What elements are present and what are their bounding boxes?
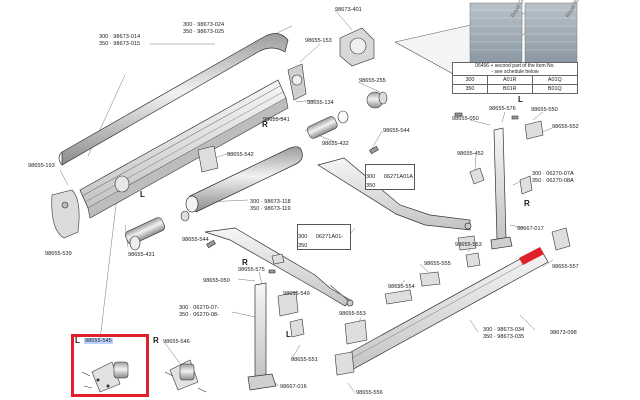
part-label-l33: 98655-557 bbox=[552, 264, 579, 270]
part-label-l29: 98655-553 bbox=[339, 311, 366, 317]
fabric-table-code: B01Q bbox=[531, 84, 579, 94]
side-letter-r3: R bbox=[153, 336, 159, 345]
part-label-l20: 98655-050 bbox=[203, 278, 230, 284]
side-letter-l1: L bbox=[140, 190, 145, 199]
arm-part-box-1: 300 06271A01- 350 bbox=[297, 224, 351, 251]
fabric-table-size: 350 bbox=[452, 84, 488, 94]
lead-rail bbox=[339, 247, 549, 373]
part-label-l43: 300 · 06270-07A bbox=[532, 171, 574, 177]
side-letter-l4: L bbox=[518, 95, 523, 104]
side-letter-l3: L bbox=[75, 336, 80, 345]
fabric-table-code: A01Q bbox=[531, 75, 579, 85]
part-label-l3: 300 · 98673-024 bbox=[183, 22, 225, 28]
part-label-l31: 98655-555 bbox=[424, 261, 451, 267]
part-label-l41: 350 · 98673-035 bbox=[483, 334, 525, 340]
part-label-l22: 300 · 06270-07- bbox=[179, 305, 219, 311]
part-label-l9: 98655-541 bbox=[263, 117, 290, 123]
highlight-box[interactable] bbox=[71, 334, 149, 397]
fabric-swatches bbox=[469, 2, 578, 64]
part-label-l2: 350 · 98673-015 bbox=[99, 41, 141, 47]
part-label-l21: 98655-549 bbox=[283, 291, 310, 297]
small-brackets bbox=[197, 120, 571, 376]
crank-housing bbox=[287, 27, 375, 101]
fabric-table-row: 300 A01R A01Q bbox=[452, 75, 579, 85]
part-label-l18: 98655-544 bbox=[182, 237, 209, 243]
screws bbox=[206, 112, 519, 274]
part-label-l8: 98655-134 bbox=[307, 100, 334, 106]
part-label-l24: 98655-551 bbox=[291, 357, 318, 363]
fabric-table-code: B01R bbox=[486, 84, 533, 94]
part-label-l27: 98667-016 bbox=[280, 384, 307, 390]
fabric-table-note-line1: 06456 + second part of the item No. bbox=[475, 63, 555, 69]
part-label-l30: 98655-554 bbox=[388, 284, 415, 290]
part-label-l28: 98655-556 bbox=[356, 390, 383, 396]
arm-box-2-size-350: 350 bbox=[366, 183, 376, 189]
part-label-l42: 98673-098 bbox=[550, 330, 577, 336]
arm-box-1-code: 06271A01- bbox=[315, 234, 344, 240]
support-legs bbox=[247, 127, 513, 391]
part-label-l6: 98655-153 bbox=[305, 38, 332, 44]
fabric-table-size: 300 bbox=[452, 75, 488, 85]
arm-box-1-size-350: 350 bbox=[298, 243, 308, 249]
arm-part-box-2: 300 06271A01A 350 bbox=[365, 164, 415, 191]
part-label-l16: 300 · 98673-118 bbox=[250, 199, 291, 205]
fabric-schedule-table: 06456 + second part of the item No. - se… bbox=[452, 62, 579, 94]
fabric-table-note-row: 06456 + second part of the item No. - se… bbox=[452, 62, 578, 76]
part-label-l34: 98667-017 bbox=[517, 226, 544, 232]
highlighted-end-brackets bbox=[81, 359, 207, 393]
part-label-l39: 98655-552 bbox=[552, 124, 579, 130]
side-letter-r1: R bbox=[262, 120, 268, 129]
part-label-l35: 98655-452 bbox=[457, 151, 484, 157]
fabric-table-row: 350 B01R B01Q bbox=[452, 84, 579, 94]
part-label-l23: 350 · 06270-08- bbox=[179, 312, 219, 318]
part-label-l25: 98655-546 bbox=[163, 339, 190, 345]
part-label-l10: 98655-432 bbox=[322, 141, 349, 147]
part-label-l14: 98655-539 bbox=[45, 251, 72, 257]
part-label-l4: 350 · 98673-025 bbox=[183, 29, 225, 35]
end-caps bbox=[124, 91, 388, 251]
part-label-l36: 98655-050 bbox=[452, 116, 479, 122]
part-label-l15: 98655-431 bbox=[128, 252, 155, 258]
part-label-l26-selected[interactable]: 98655-545 bbox=[84, 338, 113, 345]
part-label-l5: 98673-401 bbox=[335, 7, 362, 13]
roller-tube bbox=[185, 146, 303, 213]
part-label-l11: 98655-544 bbox=[383, 128, 410, 134]
part-label-l38: 98655-550 bbox=[531, 107, 558, 113]
fabric-table-code: A01R bbox=[486, 75, 533, 85]
part-label-l40: 300 · 98673-034 bbox=[483, 327, 525, 333]
fabric-table-note-line2: - see schedule below bbox=[491, 69, 539, 75]
fabric-table-note: 06456 + second part of the item No. - se… bbox=[452, 62, 578, 76]
part-label-l12: 98655-542 bbox=[227, 152, 254, 158]
side-letter-r4: R bbox=[524, 199, 530, 208]
left-end-cap bbox=[51, 189, 80, 239]
part-label-l44: 350 · 06270-08A bbox=[532, 178, 574, 184]
side-letter-l2: L bbox=[286, 330, 291, 339]
arm-box-1-size-300: 300 bbox=[298, 234, 308, 240]
part-label-l17: 350 · 98673-119 bbox=[250, 206, 291, 212]
part-label-l13: 98655-193 bbox=[28, 163, 55, 169]
part-label-l7: 98655-255 bbox=[359, 78, 386, 84]
part-label-l19: 98655-575 bbox=[238, 267, 265, 273]
wall-rail bbox=[79, 79, 289, 219]
arm-box-2-size-300: 300 bbox=[366, 174, 376, 180]
part-label-l37: 98655-576 bbox=[489, 106, 516, 112]
side-letter-r2: R bbox=[242, 258, 248, 267]
part-label-l1: 300 · 98673-014 bbox=[99, 34, 141, 40]
awning-arms bbox=[204, 157, 472, 307]
front-cover-tube bbox=[58, 33, 289, 166]
part-label-l32: 98655-553 bbox=[455, 242, 482, 248]
arm-box-2-code: 06271A01A bbox=[383, 174, 414, 180]
